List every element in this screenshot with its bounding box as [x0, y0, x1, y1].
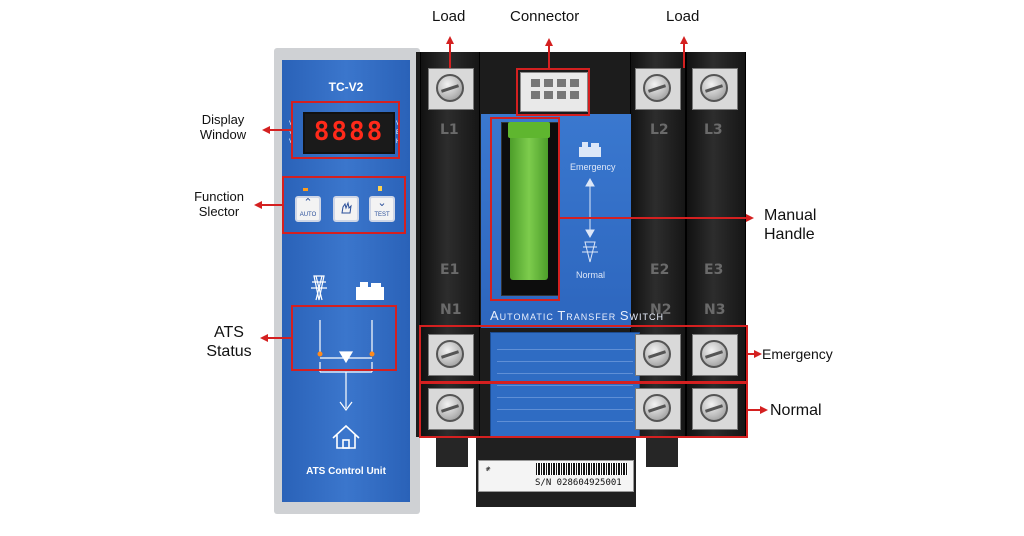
hand-icon — [341, 201, 352, 214]
transfer-line-diagram — [319, 320, 373, 411]
display-window-highlight — [291, 101, 400, 159]
screw-icon — [436, 74, 464, 102]
manual-handle[interactable] — [510, 124, 548, 280]
ats-status-highlight — [291, 305, 397, 371]
serial-number: S/N 028604925001 — [535, 478, 622, 488]
generator-icon — [356, 282, 384, 300]
display-window: 8888 — [303, 112, 395, 154]
emergency-label: Emergency — [762, 346, 833, 362]
screw-icon — [700, 340, 728, 368]
manual-handle-grip[interactable] — [508, 122, 550, 138]
control-unit-model: TC-V2 — [328, 80, 364, 94]
pole-label-e2: E2 — [650, 262, 670, 278]
pole-label-e3: E3 — [704, 262, 724, 278]
pin-icon — [570, 79, 579, 87]
house-icon — [332, 424, 360, 449]
mounting-bracket-left — [436, 437, 468, 467]
test-button[interactable]: ⌄TEST — [369, 196, 395, 222]
normal-status-led-icon — [317, 351, 323, 357]
screw-icon — [700, 74, 728, 102]
screw-icon — [643, 394, 671, 422]
load-left-label: Load — [432, 8, 466, 25]
pole-label-n2: N2 — [650, 302, 672, 318]
screw-icon — [436, 394, 464, 422]
pin-icon — [570, 91, 579, 99]
pin-icon — [557, 91, 566, 99]
generator-icon — [579, 142, 601, 157]
screw-icon — [700, 394, 728, 422]
auto-button-label: AUTO — [299, 212, 317, 218]
pole-label-l1: L1 — [440, 122, 459, 138]
pin-icon — [531, 79, 540, 87]
screw-icon — [436, 340, 464, 368]
screw-icon — [643, 74, 671, 102]
normal-position-label: Normal — [576, 270, 606, 280]
manual-button[interactable] — [333, 196, 359, 222]
pole-label-l2: L2 — [650, 122, 669, 138]
emergency-status-led-icon — [369, 351, 375, 357]
auto-button[interactable]: ⌃AUTO — [295, 196, 321, 222]
pole-label-n3: N3 — [704, 302, 726, 318]
screw-icon — [643, 340, 671, 368]
pylon-icon — [582, 241, 598, 263]
auto-led-icon — [303, 188, 308, 191]
test-button-label: TEST — [374, 212, 390, 218]
test-led-icon — [378, 186, 382, 191]
position-arrow-icon — [585, 177, 595, 239]
rating-nameplate — [490, 332, 640, 438]
pin-icon — [557, 79, 566, 87]
barcode-icon — [536, 463, 628, 475]
load-right-label: Load — [666, 8, 700, 25]
brand-logo-icon: ❋ — [485, 467, 491, 473]
normal-highlight — [419, 382, 748, 438]
emergency-position-label: Emergency — [570, 162, 616, 172]
control-connector — [520, 72, 588, 112]
pole-label-n1: N1 — [440, 302, 462, 318]
pin-icon — [544, 91, 553, 99]
pole-label-e1: E1 — [440, 262, 460, 278]
ats-title: AUTOMATIC TRANSFER SWITCH — [490, 308, 664, 323]
connector-label: Connector — [510, 8, 580, 25]
pin-icon — [531, 91, 540, 99]
control-unit-footer: ATS Control Unit — [306, 466, 386, 477]
pole-label-l3: L3 — [704, 122, 723, 138]
mounting-bracket-right — [646, 437, 678, 467]
function-selector-highlight — [282, 176, 406, 234]
pylon-icon — [311, 275, 327, 301]
pin-icon — [544, 79, 553, 87]
connector-highlight — [516, 68, 590, 116]
manual-handle-highlight — [490, 117, 560, 301]
normal-label: Normal — [770, 402, 822, 419]
